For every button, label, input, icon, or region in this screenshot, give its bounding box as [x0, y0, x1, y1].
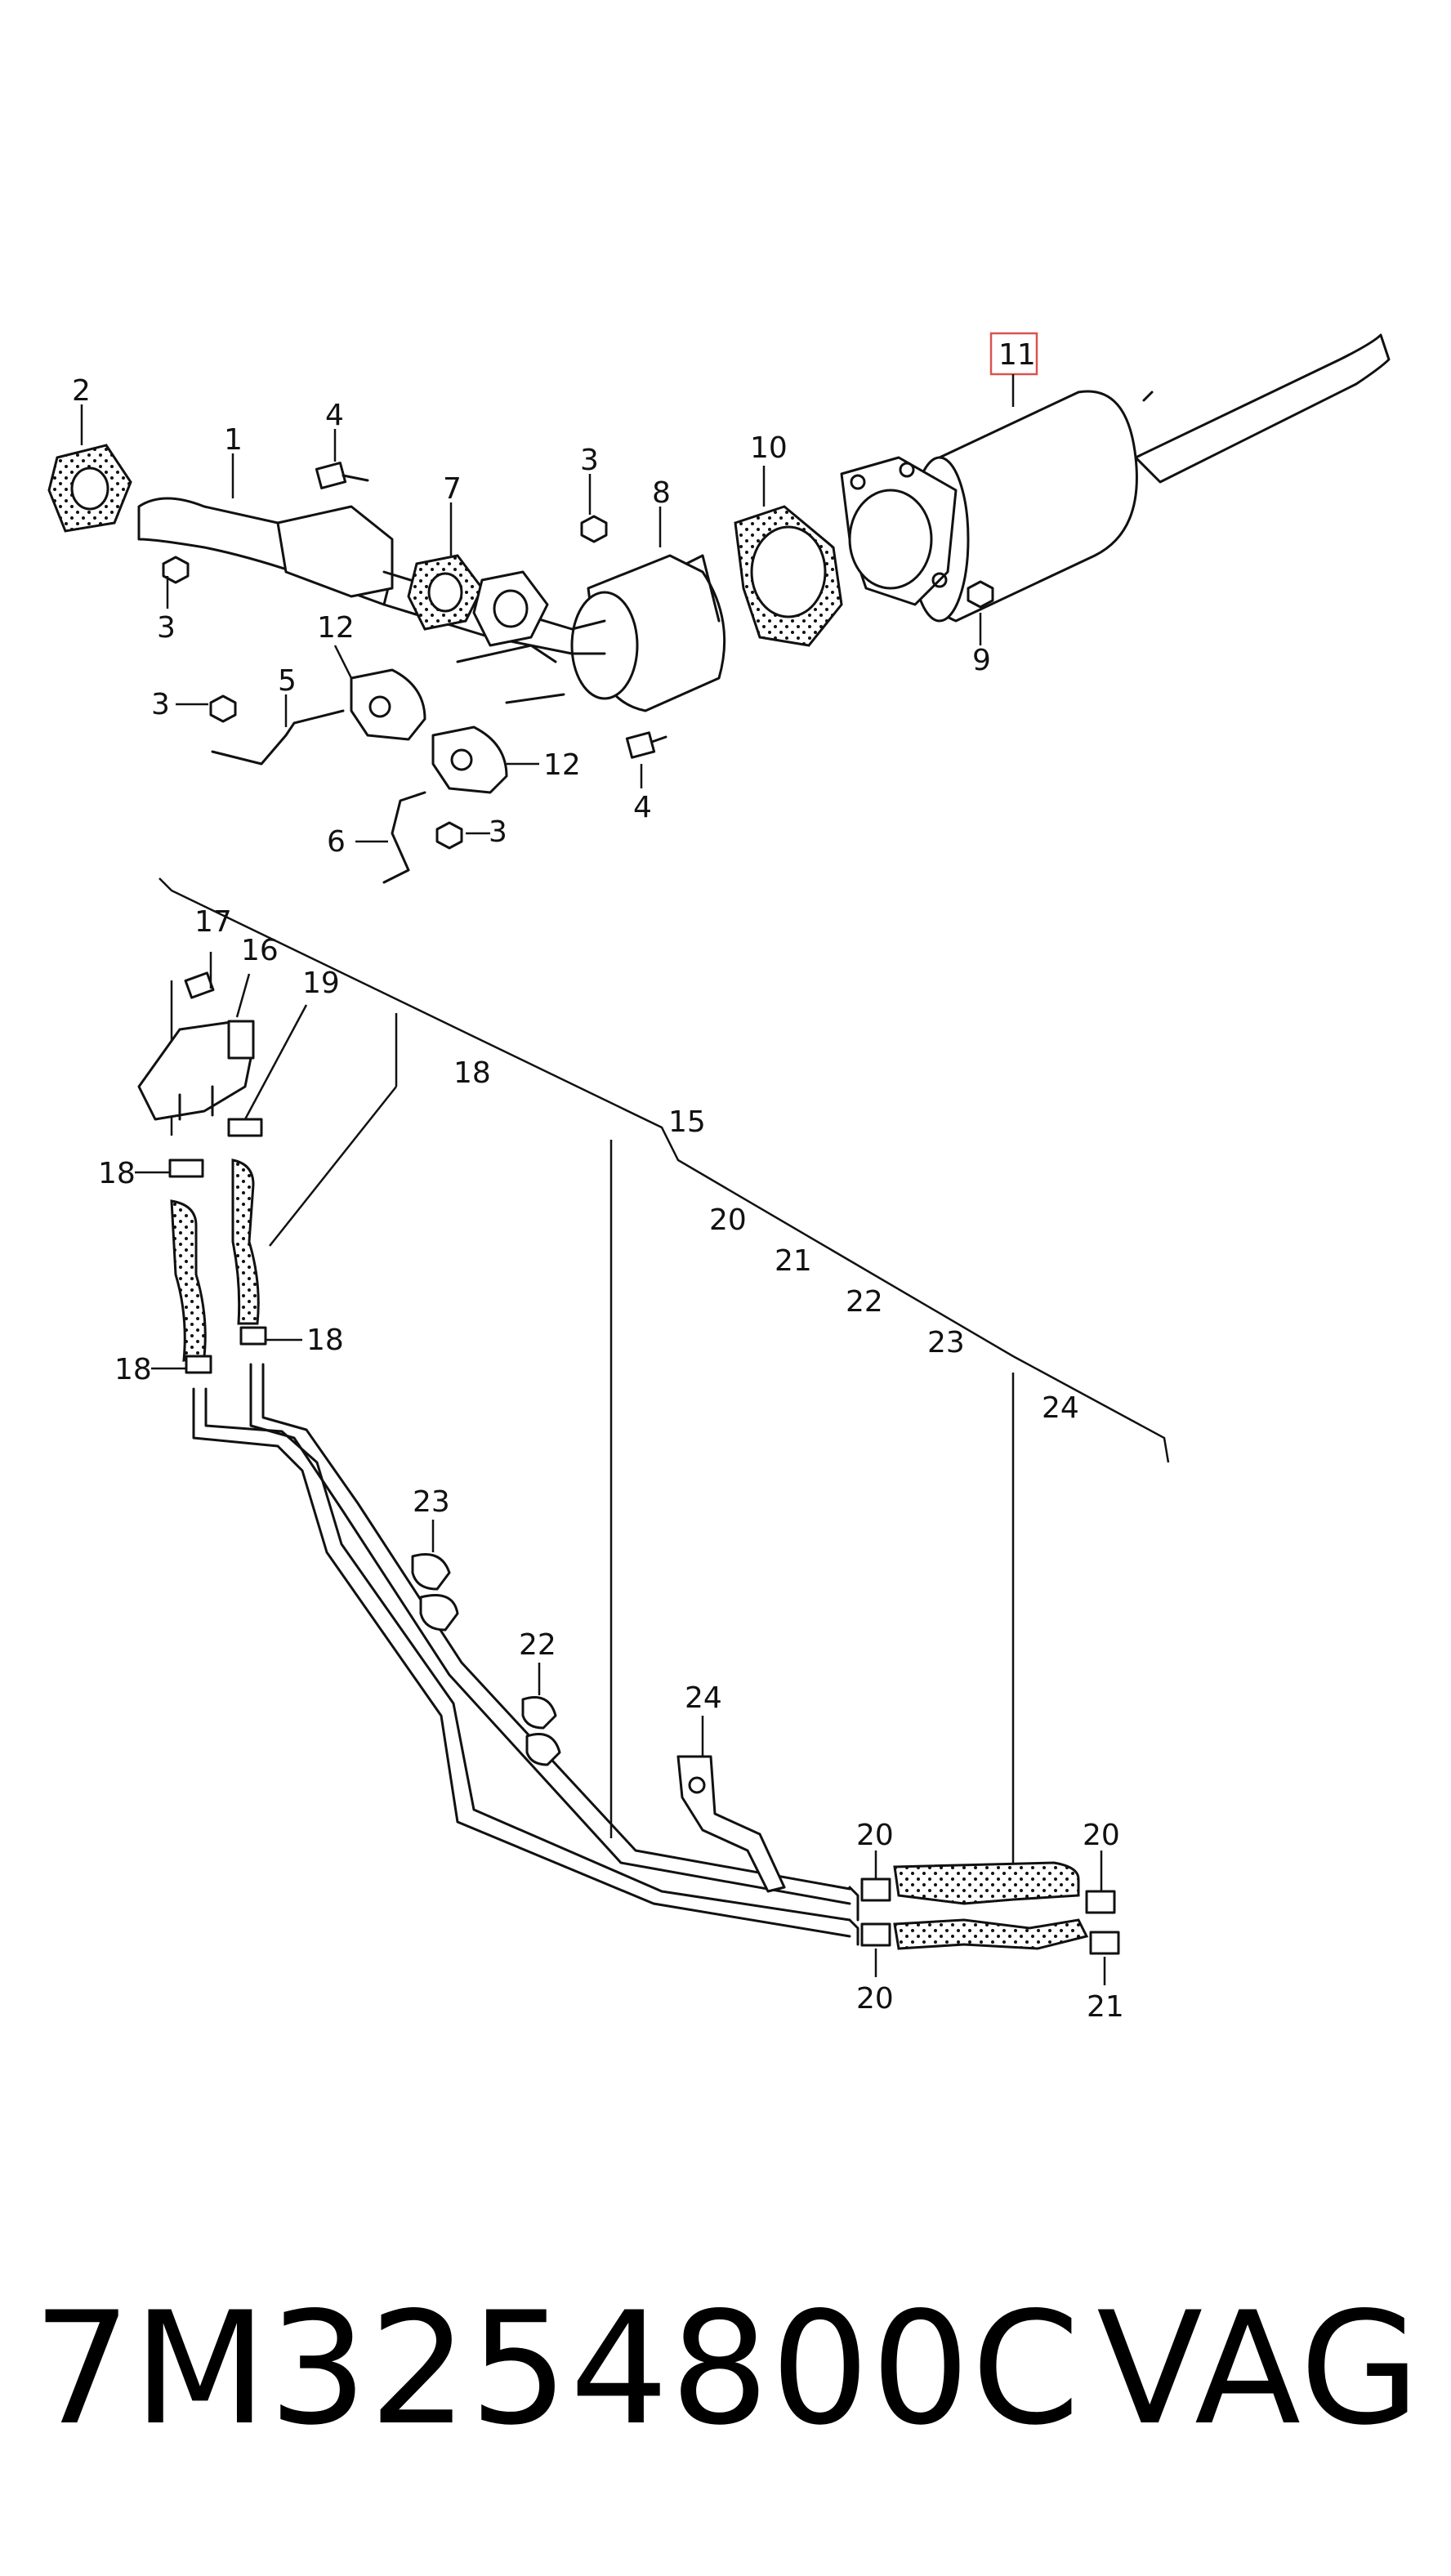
callout-12-right[interactable]: 12 — [543, 748, 581, 782]
mounting-bracket — [676, 1755, 786, 1893]
callout-24-group[interactable]: 24 — [1042, 1391, 1079, 1425]
callout-1[interactable]: 1 — [224, 423, 243, 457]
leader-lines-upper — [80, 374, 1015, 843]
callout-10[interactable]: 10 — [750, 431, 788, 465]
hangers — [211, 644, 565, 884]
callout-3-left[interactable]: 3 — [157, 611, 176, 645]
callout-8[interactable]: 8 — [652, 476, 671, 510]
callout-20-bottom-left[interactable]: 20 — [856, 1982, 894, 2016]
callout-2[interactable]: 2 — [72, 374, 91, 408]
brand-name: VAG — [1096, 2279, 1422, 2459]
group-outline-lines — [158, 877, 1170, 1875]
callout-22[interactable]: 22 — [519, 1628, 556, 1662]
callout-3-mid[interactable]: 3 — [151, 688, 170, 721]
leader-lines-lower — [135, 952, 1106, 1985]
rear-muffler — [909, 333, 1391, 623]
callout-7[interactable]: 7 — [443, 472, 462, 506]
callout-11[interactable]: 11 — [998, 338, 1036, 372]
callout-4-top[interactable]: 4 — [325, 399, 344, 432]
callout-3-top[interactable]: 3 — [580, 444, 599, 477]
exhaust-parts-diagram: 11 2 1 4 7 3 8 10 9 3 12 12 5 3 4 6 3 17… — [47, 332, 1391, 2024]
footer: 7M3254800C VAG — [33, 2279, 1422, 2459]
callout-4-bottom[interactable]: 4 — [633, 791, 652, 824]
callout-22-group[interactable]: 22 — [846, 1285, 883, 1319]
gasket-7 — [407, 554, 484, 631]
callout-9[interactable]: 9 — [972, 644, 991, 677]
callout-20-group[interactable]: 20 — [709, 1203, 747, 1237]
catalytic-converter — [570, 554, 726, 712]
callout-5[interactable]: 5 — [278, 664, 297, 698]
flange-2 — [47, 444, 132, 533]
front-pipe — [137, 497, 606, 655]
callout-20-top-right[interactable]: 20 — [1083, 1819, 1120, 1852]
rubber-mounts — [350, 668, 508, 794]
sensor-pipes — [192, 1363, 859, 1946]
callout-24[interactable]: 24 — [685, 1681, 722, 1715]
callout-18-group[interactable]: 18 — [453, 1056, 491, 1090]
rear-hoses — [860, 1861, 1120, 1955]
muffler-flange — [840, 456, 958, 606]
callout-16[interactable]: 16 — [241, 934, 279, 967]
intermediate-flange — [472, 570, 549, 647]
callout-15[interactable]: 15 — [668, 1105, 706, 1139]
callout-23-group[interactable]: 23 — [927, 1326, 965, 1359]
callout-18-left-bottom[interactable]: 18 — [114, 1353, 152, 1386]
sensor-hoses — [168, 1118, 267, 1374]
callout-18-right[interactable]: 18 — [306, 1324, 344, 1357]
bolts — [162, 462, 994, 850]
callout-19[interactable]: 19 — [302, 967, 340, 1000]
callout-17[interactable]: 17 — [194, 905, 232, 939]
part-number: 7M3254800C — [33, 2279, 1082, 2459]
callout-12-top[interactable]: 12 — [317, 611, 355, 645]
callout-6[interactable]: 6 — [327, 825, 346, 859]
callout-18-left-top[interactable]: 18 — [98, 1157, 136, 1190]
callout-3-bottom[interactable]: 3 — [489, 815, 507, 849]
callout-20-top-left[interactable]: 20 — [856, 1819, 894, 1852]
callout-23[interactable]: 23 — [413, 1485, 450, 1519]
pipe-clips — [411, 1553, 561, 1766]
callout-21[interactable]: 21 — [1087, 1990, 1124, 2024]
pressure-sensor — [137, 971, 255, 1121]
callout-21-group[interactable]: 21 — [775, 1244, 812, 1278]
gasket-10 — [734, 505, 843, 647]
